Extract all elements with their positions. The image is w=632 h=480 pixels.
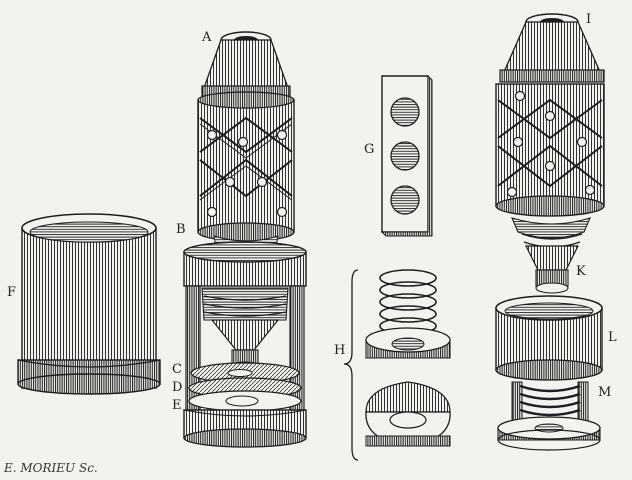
label-e: E [172,398,182,413]
label-g: G [364,142,375,157]
label-c: C [172,362,183,377]
part-f-sleeve [17,213,161,395]
engraver-credit: E. MORIEU Sc. [4,461,98,475]
label-k: K [576,264,587,279]
label-h: H [334,343,346,358]
part-m-spring-base [497,381,601,451]
label-d: D [172,380,183,395]
part-h-spring-assembly [343,269,451,461]
part-i-body [495,13,605,217]
label-i: I [586,12,592,27]
label-l: L [608,330,618,345]
part-l-ring [495,295,603,381]
label-a: A [202,30,212,45]
label-b: B [176,222,187,237]
microscope-body-a [197,31,295,254]
microscope-stand-b [183,241,307,448]
part-g-slider [380,74,433,237]
label-m: M [598,385,612,400]
part-k-objective [511,217,591,294]
label-f: F [7,285,17,300]
